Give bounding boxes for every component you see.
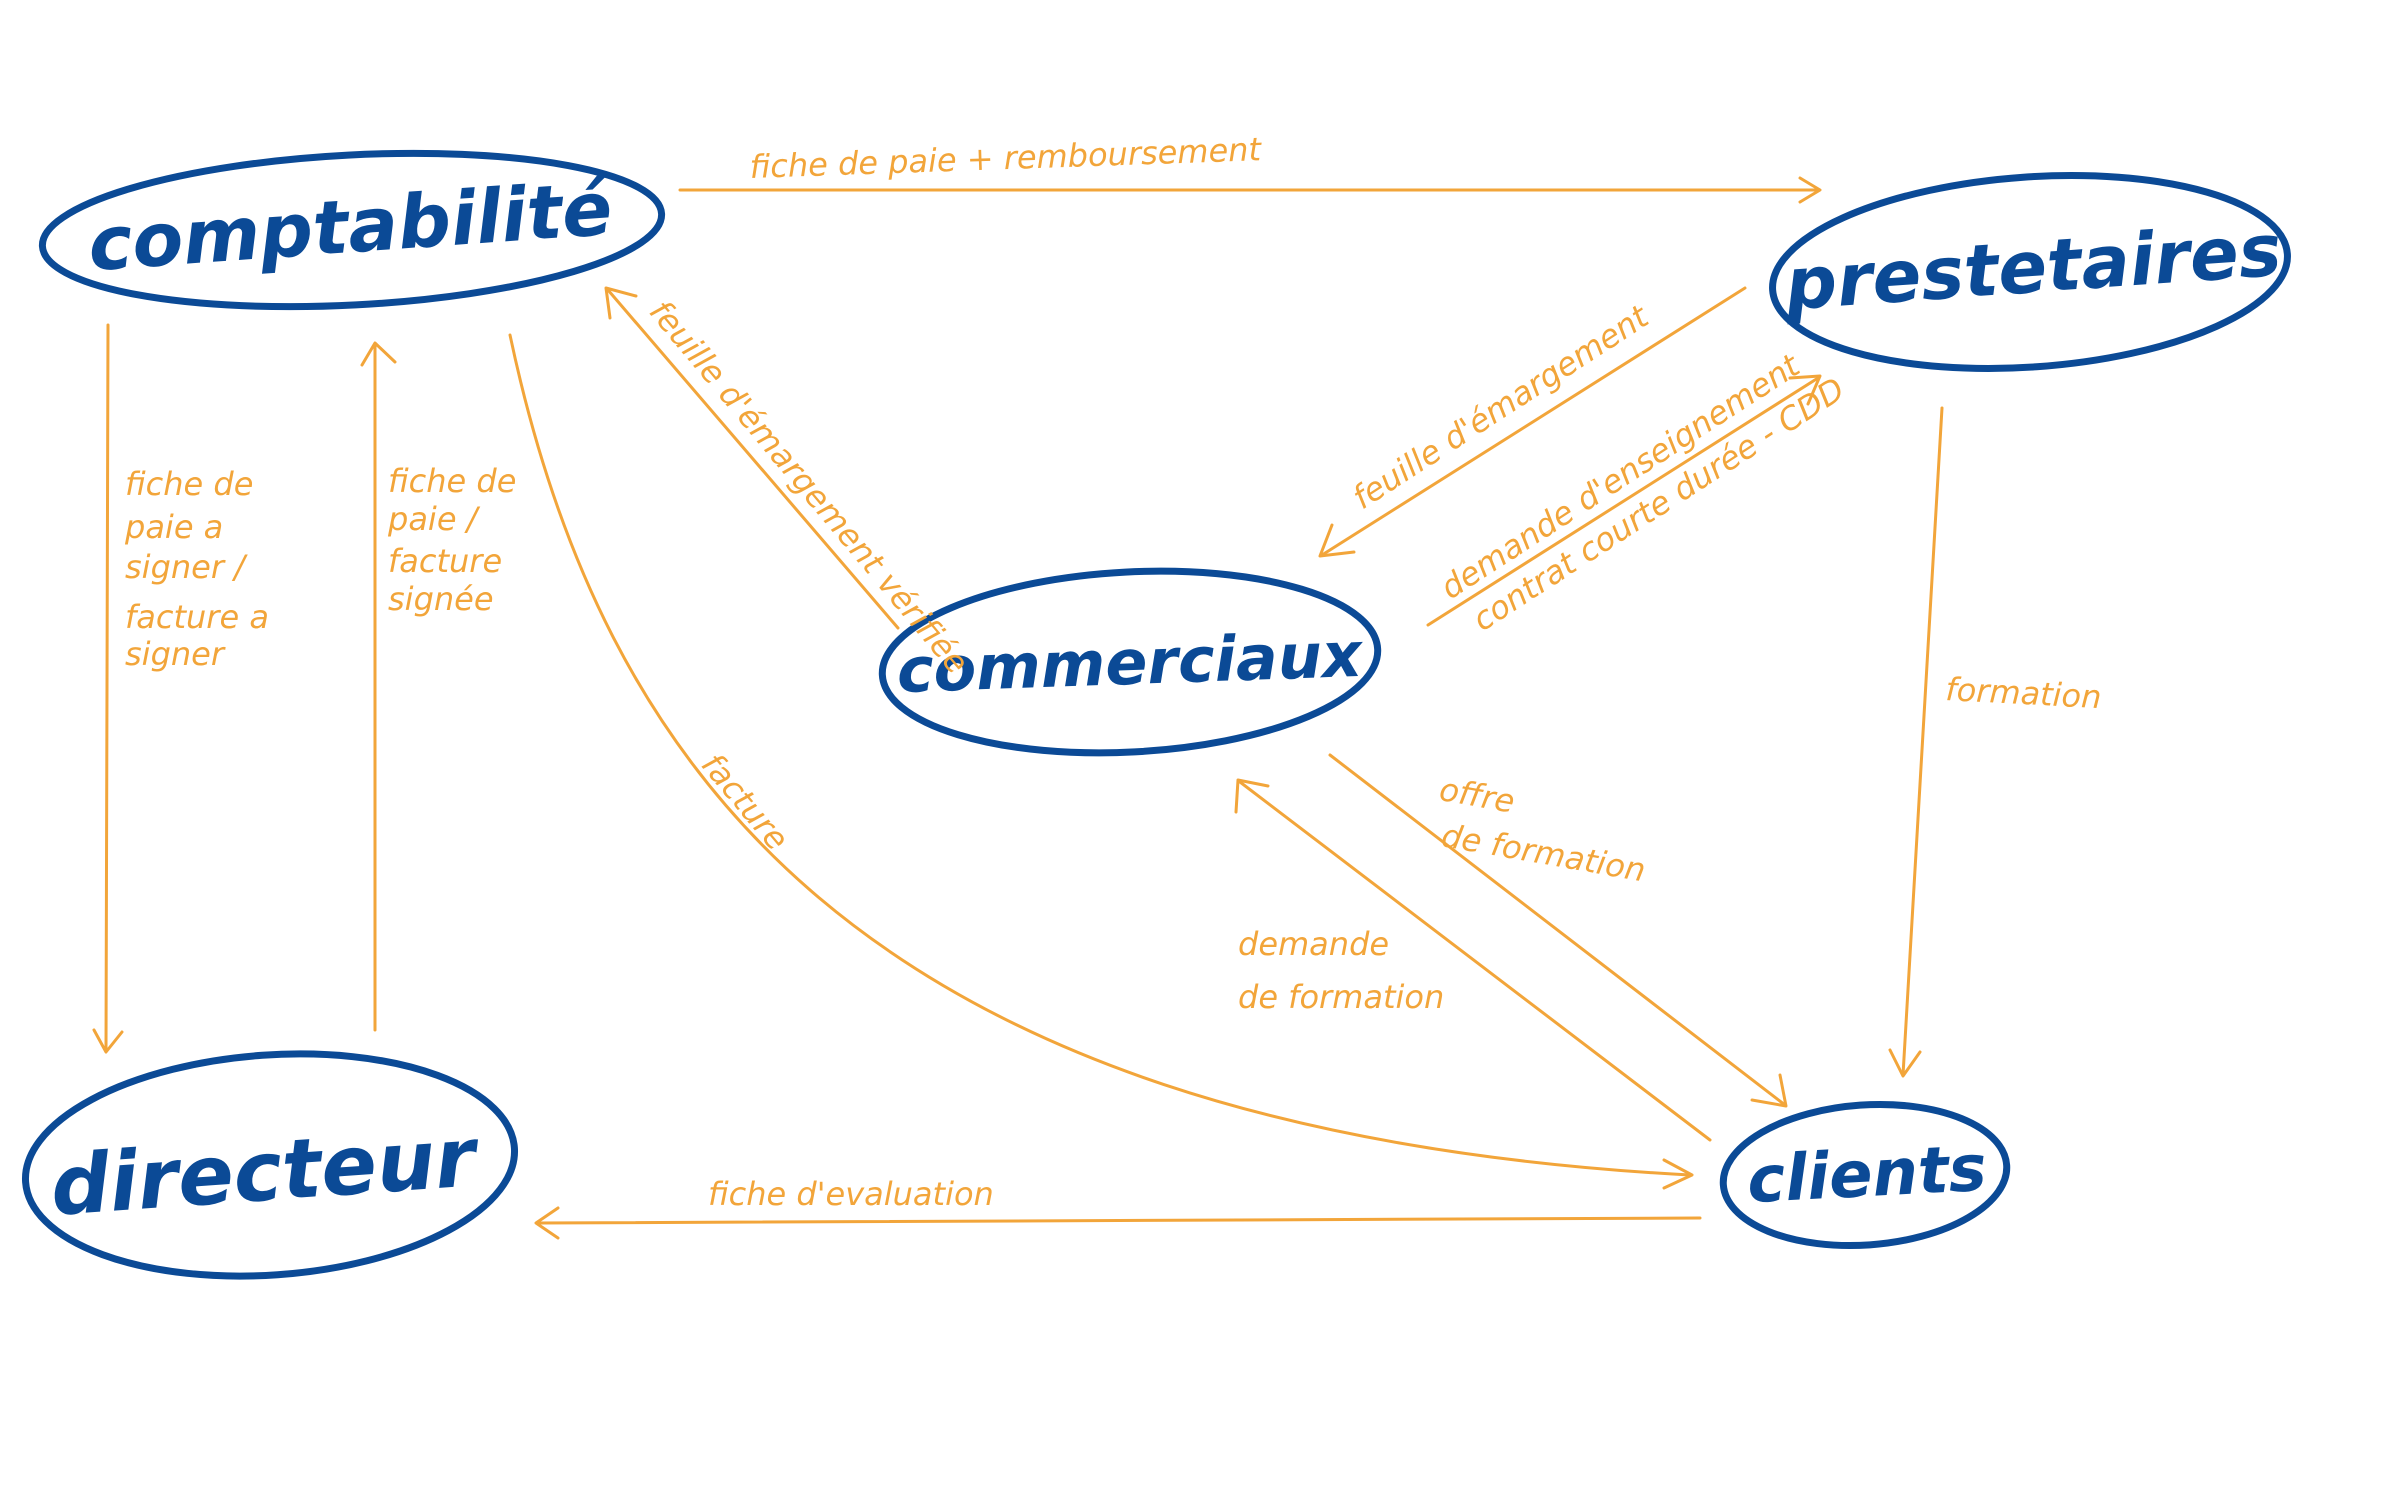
node-commerciaux: commerciaux xyxy=(878,567,1382,757)
edge-label-demande-enseignement: demande d'enseignement xyxy=(1434,346,1808,607)
fiche-paie-signer-line-2: paie a xyxy=(124,508,223,546)
arrowhead-directeur-comptabilite xyxy=(360,341,397,367)
comptabilite-label: comptabilité xyxy=(86,166,615,288)
edge-comptabilite-to-directeur: fiche de paie a signer / facture a signe… xyxy=(92,323,279,1054)
edge-commerciaux-to-comptabilite: feuille d'émargement vérifiée xyxy=(604,286,976,681)
arrowhead-commerciaux-clients xyxy=(1750,1073,1788,1108)
directeur-label: directeur xyxy=(48,1110,483,1235)
arrowhead-commerciaux-prestataires xyxy=(1788,374,1822,406)
edge-label-fiche-evaluation: fiche d'evaluation xyxy=(708,1175,994,1213)
edge-clients-to-directeur: fiche d'evaluation xyxy=(534,1175,1702,1240)
fiche-paie-signee-line-3: facture xyxy=(388,542,502,580)
arrow-commerciaux-clients xyxy=(1328,753,1787,1107)
clients-label: clients xyxy=(1745,1132,1988,1218)
arrowhead-prestataires-clients xyxy=(1888,1048,1922,1078)
arrow-comptabilite-directeur xyxy=(104,323,110,1052)
edge-label-offre-formation: offre de formation xyxy=(1429,770,1656,889)
edge-comptabilite-to-prestataires: fiche de paie + remboursement xyxy=(678,130,1822,204)
offre-formation-line-2: de formation xyxy=(1439,816,1649,889)
arrowhead-commerciaux-comptabilite xyxy=(604,286,638,320)
arrow-commerciaux-prestataires xyxy=(1426,376,1820,627)
offre-formation-line-1: offre xyxy=(1437,770,1518,821)
arrowhead-clients-commerciaux xyxy=(1234,778,1270,814)
edge-label-demande-formation: demande de formation xyxy=(1238,925,1444,1016)
edge-comptabilite-to-clients: facture xyxy=(508,333,1694,1190)
fiche-paie-signer-line-1: fiche de xyxy=(125,465,253,503)
node-comptabilite: comptabilité xyxy=(38,149,666,311)
arrow-clients-commerciaux xyxy=(1238,780,1712,1142)
prestataires-ellipse xyxy=(1769,172,2291,372)
directeur-ellipse xyxy=(21,1050,519,1280)
arrowhead-clients-directeur xyxy=(534,1206,560,1240)
edge-clients-to-commerciaux: demande de formation xyxy=(1234,778,1712,1142)
edge-label-fiche-paie-remboursement: fiche de paie + remboursement xyxy=(749,130,1263,186)
comptabilite-ellipse xyxy=(38,149,666,311)
arrowhead-comptabilite-directeur xyxy=(92,1028,124,1054)
arrow-prestataires-clients xyxy=(1901,406,1944,1077)
fiche-paie-signee-line-4: signée xyxy=(388,580,494,618)
edge-label-fiche-paie-signee: fiche de paie / facture signée xyxy=(387,462,527,618)
edge-directeur-to-comptabilite: fiche de paie / facture signée xyxy=(360,341,527,1032)
arrow-clients-directeur xyxy=(536,1216,1702,1225)
fiche-paie-signer-line-5: signer xyxy=(125,635,226,673)
arrowhead-comptabilite-prestataires xyxy=(1798,176,1822,204)
arrow-comptabilite-clients xyxy=(508,333,1692,1177)
edge-label-fiche-paie-signer: fiche de paie a signer / facture a signe… xyxy=(124,465,279,673)
commerciaux-label: commerciaux xyxy=(896,618,1365,707)
fiche-paie-signer-line-4: facture a xyxy=(125,598,269,636)
arrow-commerciaux-comptabilite xyxy=(606,288,900,630)
edge-label-formation: formation xyxy=(1945,670,2103,716)
fiche-paie-signee-line-2: paie / xyxy=(387,500,481,538)
commerciaux-ellipse xyxy=(878,567,1382,757)
arrowhead-comptabilite-clients xyxy=(1662,1158,1694,1190)
prestataires-label: prestetaires xyxy=(1781,208,2284,327)
arrow-prestataires-commerciaux xyxy=(1320,286,1747,557)
edge-prestataires-to-clients: formation xyxy=(1888,406,2103,1078)
demande-formation-line-2: de formation xyxy=(1238,978,1444,1016)
edge-label-feuille-verifiee: feuille d'émargement vérifiée xyxy=(642,293,976,681)
arrowhead-prestataires-commerciaux xyxy=(1318,523,1356,558)
fiche-paie-signee-line-1: fiche de xyxy=(388,462,516,500)
node-directeur: directeur xyxy=(21,1050,519,1280)
node-prestataires: prestetaires xyxy=(1769,172,2291,372)
fiche-paie-signer-line-3: signer / xyxy=(125,548,248,586)
edge-label-facture: facture xyxy=(694,746,796,858)
demande-formation-line-1: demande xyxy=(1238,925,1389,963)
node-clients: clients xyxy=(1719,1100,2011,1250)
clients-ellipse xyxy=(1719,1100,2011,1250)
